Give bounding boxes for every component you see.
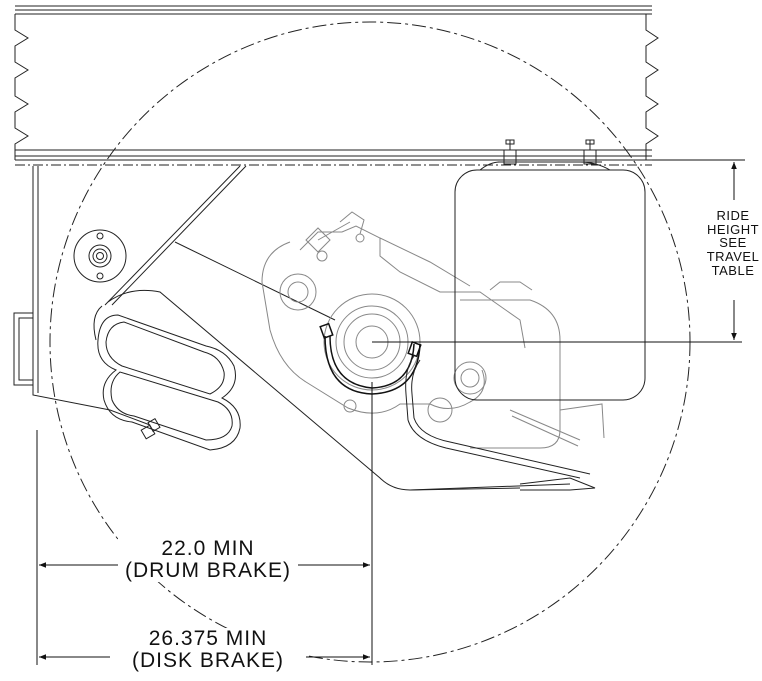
dimension-extension-lines — [36, 382, 373, 665]
brake-assembly — [261, 211, 526, 423]
drum-brake-dimension-label: 22.0 MIN (DRUM BRAKE) — [118, 537, 298, 583]
ride-height-line-4: TRAVEL — [706, 248, 760, 264]
drum-brake-value: 22.0 MIN — [161, 537, 255, 560]
brake-chamber — [460, 281, 605, 449]
disk-brake-condition: (DISK BRAKE) — [131, 649, 285, 673]
ride-height-note: RIDE HEIGHT SEE TRAVEL TABLE — [706, 207, 760, 280]
ride-height-line-3: SEE — [719, 235, 747, 251]
ride-height-line-2: HEIGHT — [706, 221, 760, 237]
pivot-bushing — [73, 229, 127, 283]
disk-brake-value: 26.375 MIN — [148, 627, 268, 650]
frame-break-right — [645, 14, 659, 160]
hanger-bracket — [13, 165, 247, 426]
reference-lines — [372, 159, 745, 343]
shock-brace — [405, 355, 591, 479]
main-air-spring — [454, 139, 646, 401]
side-clip — [13, 312, 33, 386]
frame-rail — [14, 5, 659, 166]
drum-brake-condition: (DRUM BRAKE) — [124, 559, 291, 583]
ride-height-line-5: TABLE — [711, 262, 755, 278]
disk-brake-dimension-label: 26.375 MIN (DISK BRAKE) — [110, 627, 306, 673]
lower-air-spring — [97, 314, 241, 451]
ride-height-line-1: RIDE — [716, 208, 750, 223]
frame-break-left — [14, 14, 29, 160]
